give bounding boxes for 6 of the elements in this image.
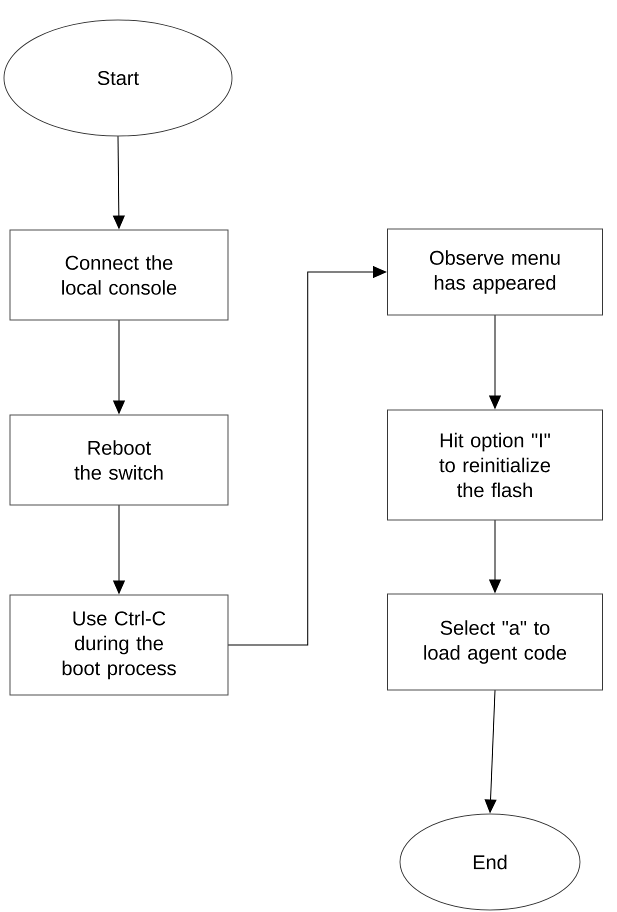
process-box: Observe menu has appeared	[387, 228, 603, 316]
process-box: Hit option "I" to reinitialize the flash	[387, 410, 603, 520]
process-box: Use Ctrl-C during the boot process	[10, 594, 228, 696]
process-box: Reboot the switch	[10, 414, 228, 506]
process-box: Select "a" to load agent code	[387, 594, 603, 690]
process-box: Connect the local console	[10, 230, 228, 320]
